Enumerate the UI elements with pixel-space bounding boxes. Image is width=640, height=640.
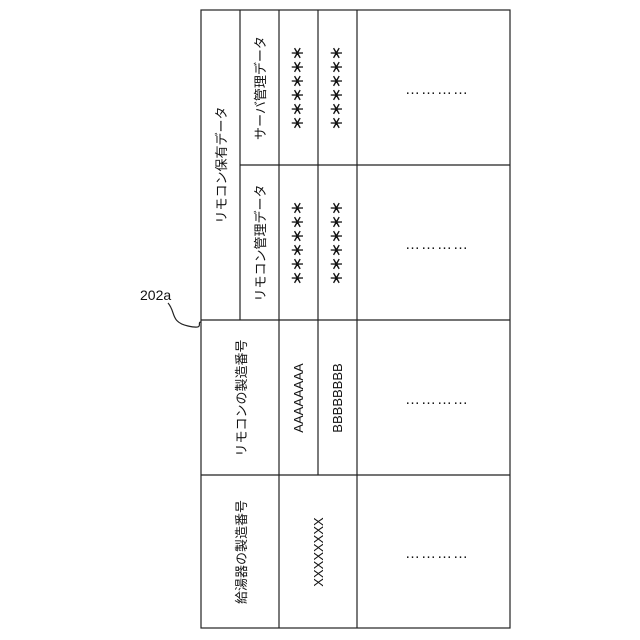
header-remote-serial: リモコンの製造番号 (235, 339, 250, 456)
server-mgmt-data-value-1: ＊＊＊＊＊＊ (290, 46, 306, 130)
ellipsis-server-mgmt: ………… (405, 81, 469, 98)
remote-mgmt-data-value-2: ＊＊＊＊＊＊ (329, 201, 345, 285)
header-server-mgmt-data: サーバ管理データ (253, 36, 269, 140)
server-mgmt-data-value-2: ＊＊＊＊＊＊ (329, 46, 345, 130)
remote-serial-value-1: AAAAAAAA (291, 363, 306, 433)
reference-label: 202a (140, 287, 171, 303)
water-heater-serial-value: XXXXXXXX (311, 517, 326, 587)
header-remote-held-data: リモコン保有データ (214, 106, 230, 223)
header-water-heater-serial: 給湯器の製造番号 (235, 500, 250, 604)
reference-leader-line (168, 303, 201, 327)
remote-mgmt-data-value-1: ＊＊＊＊＊＊ (290, 201, 306, 285)
header-remote-mgmt-data: リモコン管理データ (253, 184, 269, 301)
ellipsis-remote-serial: ………… (405, 391, 469, 408)
remote-serial-value-2: BBBBBBBB (330, 363, 345, 432)
ellipsis-remote-mgmt: ………… (405, 236, 469, 253)
ellipsis-heater-serial: ………… (405, 545, 469, 562)
